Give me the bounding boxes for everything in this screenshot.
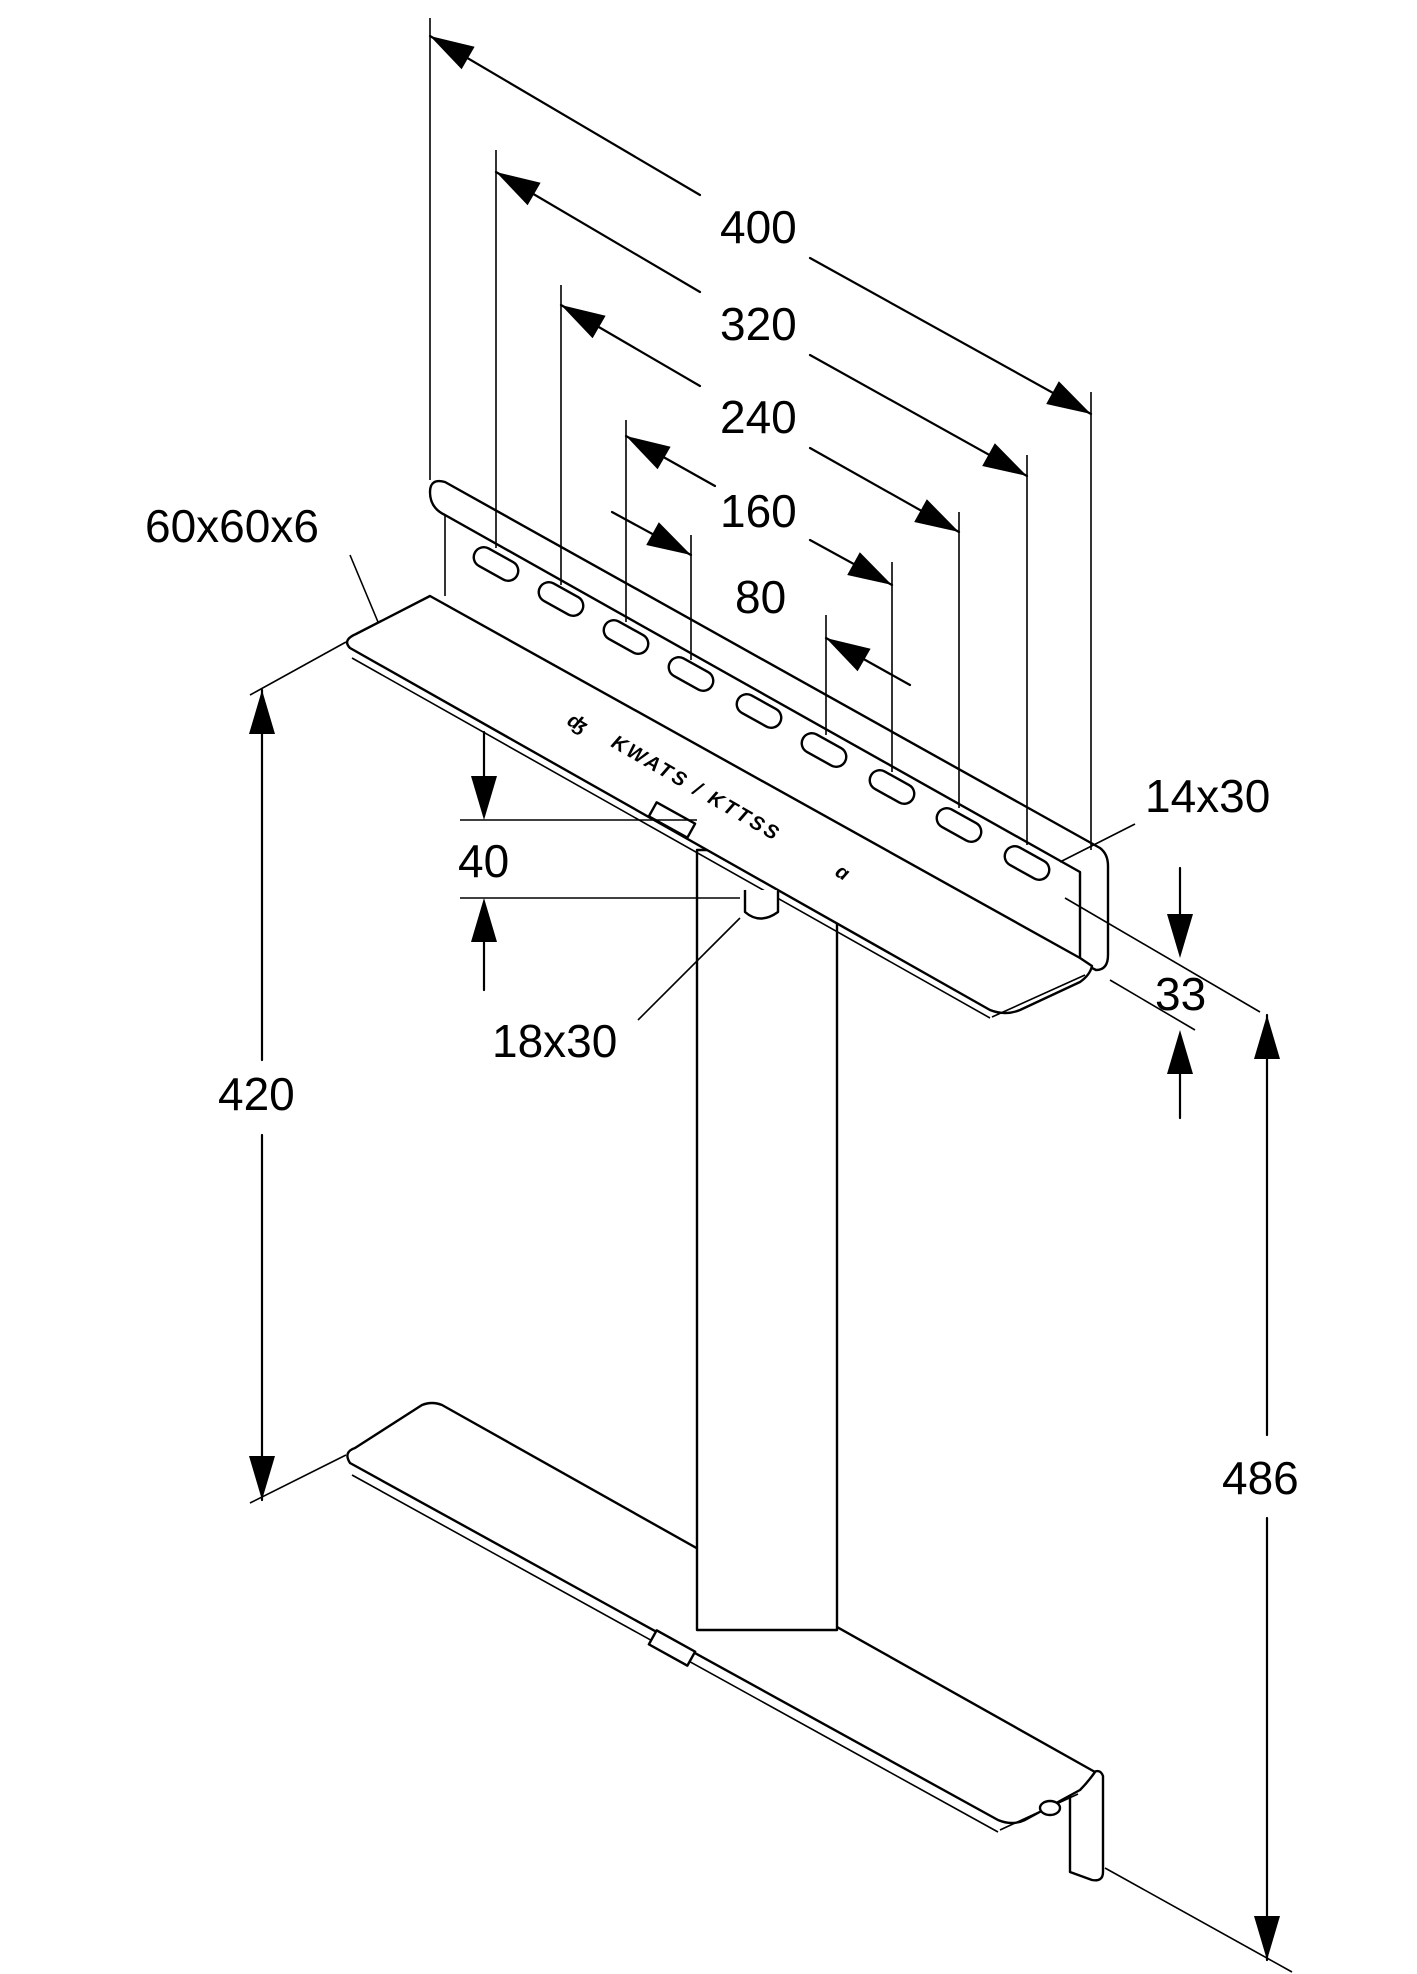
ext-486-bottom xyxy=(1104,1867,1293,1973)
label-160: 160 xyxy=(720,485,797,537)
dim-33-arrow-bottom xyxy=(1167,1030,1193,1074)
top-bracket-vertical-flange xyxy=(428,479,1110,972)
ext-33-bottom xyxy=(1109,979,1196,1031)
label-60x60x6: 60x60x6 xyxy=(145,500,319,552)
leader-18x30 xyxy=(637,917,741,1021)
dimension-labels: 400 320 240 160 80 60x60x6 14x30 33 40 1… xyxy=(145,201,1299,1504)
dim-400-line-a xyxy=(428,34,702,197)
vertical-post xyxy=(695,848,839,1632)
label-420: 420 xyxy=(218,1068,295,1120)
ext-420-bottom xyxy=(249,1454,347,1504)
slot-4 xyxy=(667,656,715,692)
label-320: 320 xyxy=(720,298,797,350)
dim-400-arrow-left xyxy=(423,24,475,70)
dim-80-arrow-left xyxy=(646,522,698,567)
top-bracket-front-edge-2 xyxy=(991,974,1086,1018)
leader-60x60x6 xyxy=(349,554,379,623)
dim-420-arrow-bottom xyxy=(249,1456,275,1500)
label-18x30: 18x30 xyxy=(492,1015,617,1067)
dim-420-arrow-top xyxy=(249,690,275,734)
dim-320-arrow-right xyxy=(982,443,1034,488)
dim-40-arrow-bottom xyxy=(471,898,497,942)
label-14x30: 14x30 xyxy=(1145,770,1270,822)
dim-33-arrow-top xyxy=(1167,914,1193,958)
dim-240-arrow-right xyxy=(914,499,966,544)
top-bracket-horizontal-flange xyxy=(345,594,1094,1015)
bottom-bracket-slot xyxy=(647,1629,697,1667)
ext-33-top xyxy=(1064,897,1261,1013)
bottom-bracket-bolt xyxy=(1038,1799,1062,1817)
label-400: 400 xyxy=(720,201,797,253)
side-slot-stud xyxy=(743,890,780,920)
dim-320-arrow-left xyxy=(489,160,541,206)
dim-486-arrow-top xyxy=(1254,1015,1280,1059)
ext-420-top xyxy=(249,641,347,696)
dim-400-arrow-right xyxy=(1046,381,1098,426)
slot-8 xyxy=(935,807,983,843)
slot-1 xyxy=(472,546,520,582)
slot-7 xyxy=(868,769,916,805)
leader-14x30 xyxy=(1059,823,1136,863)
dim-240-arrow-left xyxy=(554,293,606,339)
dimension-lines xyxy=(249,18,1293,1973)
slot-6 xyxy=(800,732,848,768)
dim-160-arrow-right xyxy=(847,552,899,597)
label-80: 80 xyxy=(735,571,786,623)
dim-80-arrow-right xyxy=(819,626,871,672)
slot-2 xyxy=(537,581,585,617)
dim-400-line-b xyxy=(808,256,1093,416)
label-33: 33 xyxy=(1155,968,1206,1020)
top-bracket-front-edge xyxy=(351,657,991,1019)
label-486: 486 xyxy=(1222,1452,1299,1504)
dim-40-arrow-top xyxy=(471,776,497,820)
slot-5 xyxy=(735,693,783,729)
bottom-bracket-vertical-flange xyxy=(1068,1769,1105,1882)
slot-9 xyxy=(1003,845,1051,881)
label-240: 240 xyxy=(720,391,797,443)
dim-160-arrow-left xyxy=(619,424,671,470)
post-body xyxy=(695,848,839,1632)
bottom-bracket-edge-2 xyxy=(999,1793,1079,1831)
slot-3 xyxy=(602,619,650,655)
label-40: 40 xyxy=(458,835,509,887)
bracket-slots xyxy=(472,546,1051,881)
